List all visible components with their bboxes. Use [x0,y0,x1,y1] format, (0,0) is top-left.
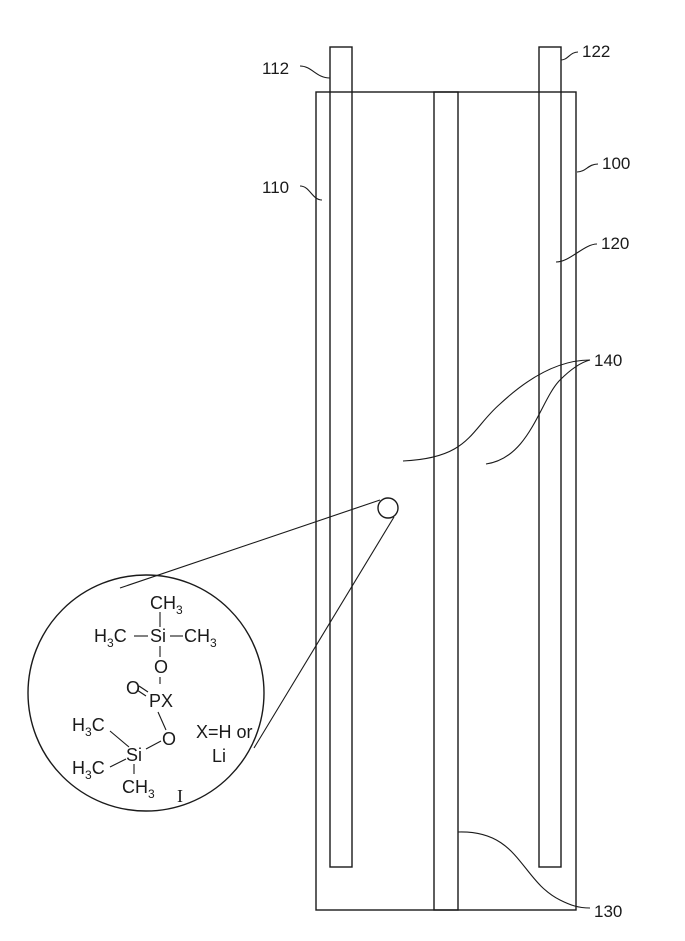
leader-110 [300,186,322,200]
zoom-line-top [120,500,380,588]
bond-lower-si-a [110,731,129,747]
chem-right-ch3: CH3 [184,626,217,650]
leader-130 [458,832,590,908]
separator [434,92,458,910]
chem-bottom-ch3: CH3 [122,777,155,801]
zoom-circle [28,575,264,811]
chem-x-note-line2: Li [212,746,226,766]
first-electrode [330,47,352,867]
chem-px: PX [149,691,173,711]
chem-left-h3c: H3C [94,626,127,650]
label-110: 110 [262,178,289,197]
chem-b-h3c: H3C [72,758,105,782]
chem-lower-si: Si [126,745,142,765]
leader-140-a [403,360,590,461]
compound-number: I [177,786,183,806]
second-electrode [539,47,561,867]
label-130: 130 [594,902,622,921]
cell-housing [316,92,576,910]
bond-o-si [146,741,161,749]
chemical-structure: CH3 H3C Si CH3 O O PX O Si H3C H3C [72,593,253,806]
label-120: 120 [601,234,629,253]
bond-lower-si-b [110,759,126,767]
double-bond-1 [139,686,148,692]
leader-100 [577,164,598,172]
label-140: 140 [594,351,622,370]
leader-122 [561,52,578,60]
chem-double-o: O [126,678,140,698]
chem-upper-si: Si [150,626,166,646]
label-112: 112 [262,59,289,78]
particle [378,498,398,518]
bond-p-o [158,712,166,730]
chem-lower-o: O [162,729,176,749]
chem-a-h3c: H3C [72,715,105,739]
label-100: 100 [602,154,630,173]
chem-x-note-line1: X=H or [196,722,253,742]
leader-112 [300,66,330,78]
chem-upper-o: O [154,657,168,677]
chem-top-ch3: CH3 [150,593,183,617]
label-122: 122 [582,42,610,61]
zoom-line-bottom [254,517,394,748]
